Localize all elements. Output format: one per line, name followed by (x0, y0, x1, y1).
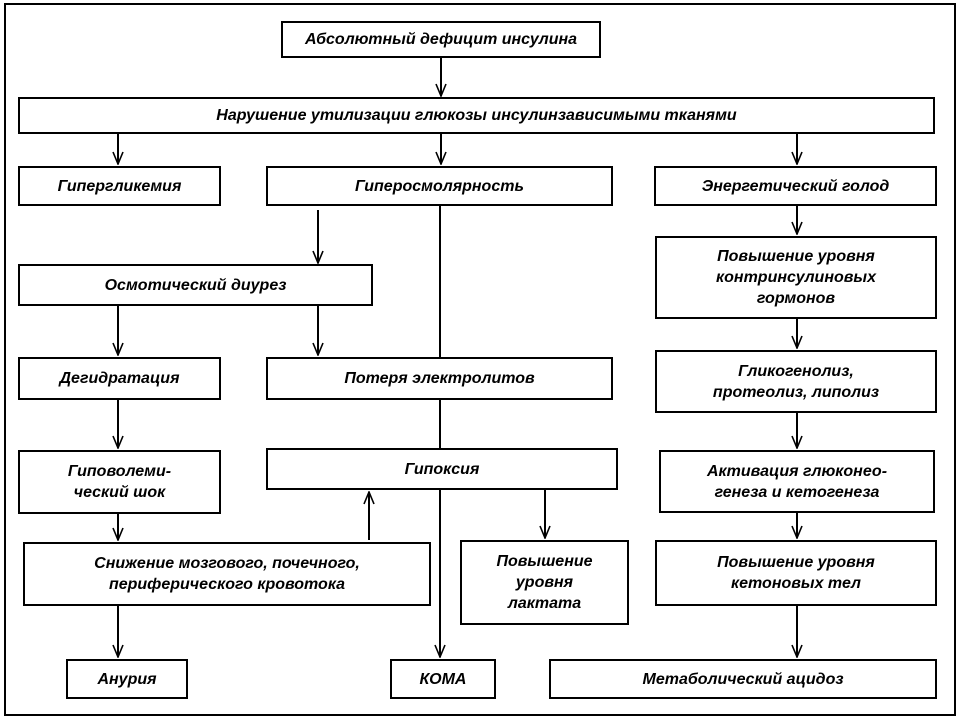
node-glucose-utilization: Нарушение утилизации глюкозы инсулинзави… (18, 97, 935, 134)
node-hypovolemic-shock: Гиповолеми- ческий шок (18, 450, 221, 514)
node-blood-flow-decrease: Снижение мозгового, почечного, периферич… (23, 542, 431, 606)
node-counterinsular-hormones: Повышение уровня контринсулиновых гормон… (655, 236, 937, 319)
node-hyperglycemia: Гипергликемия (18, 166, 221, 206)
node-hypoxia: Гипоксия (266, 448, 618, 490)
node-electrolyte-loss: Потеря электролитов (266, 357, 613, 400)
node-energy-hunger: Энергетический голод (654, 166, 937, 206)
node-glycogenolysis: Гликогенолиз, протеолиз, липолиз (655, 350, 937, 413)
node-dehydration: Дегидратация (18, 357, 221, 400)
node-lactate-increase: Повышение уровня лактата (460, 540, 629, 625)
node-coma: КОМА (390, 659, 496, 699)
node-hyperosmolarity: Гиперосмолярность (266, 166, 613, 206)
node-ketone-increase: Повышение уровня кетоновых тел (655, 540, 937, 606)
node-absolute-deficit: Абсолютный дефицит инсулина (281, 21, 601, 58)
node-osmotic-diuresis: Осмотический диурез (18, 264, 373, 306)
node-metabolic-acidosis: Метаболический ацидоз (549, 659, 937, 699)
node-anuria: Анурия (66, 659, 188, 699)
node-gluconeogenesis: Активация глюконео- генеза и кетогенеза (659, 450, 935, 513)
